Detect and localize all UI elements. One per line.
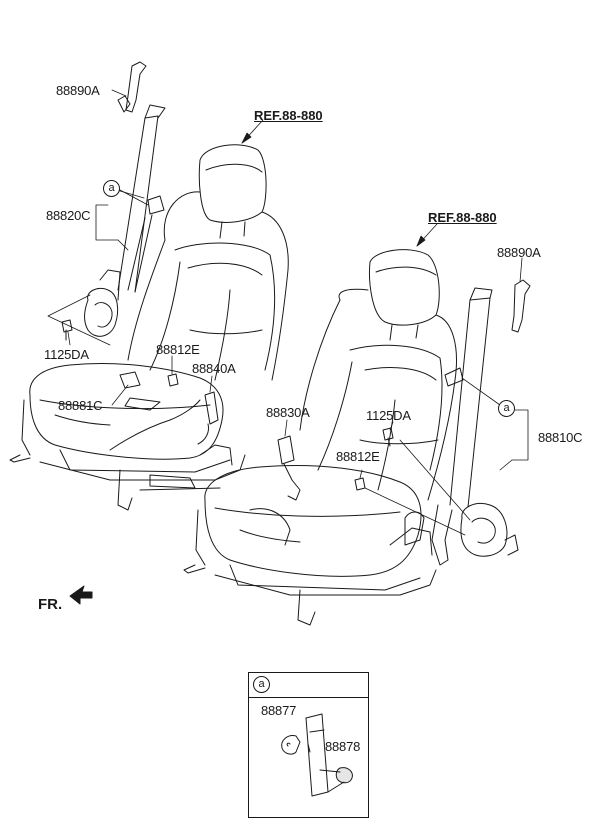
label-88878: 88878 [325,739,361,754]
label-88840a: 88840A [192,361,236,376]
right-seat-illustration [183,249,531,626]
left-seat-illustration [9,61,289,511]
label-88890a-left: 88890A [56,83,100,98]
label-88890a-right: 88890A [497,245,541,260]
label-1125da-left: 1125DA [44,347,89,362]
detail-inset-a: a 88877 88878 [248,672,369,818]
detail-header: a [249,673,368,698]
label-88812e-right: 88812E [336,449,380,464]
callout-a-right: a [498,400,515,417]
label-88830a: 88830A [266,405,310,420]
front-arrow-icon [69,585,93,605]
callout-a-left: a [103,180,120,197]
label-1125da-right: 1125DA [366,408,411,423]
leader-lines [47,89,529,536]
ref-label-right: REF.88-880 [428,210,497,225]
label-88812e-left: 88812E [156,342,200,357]
detail-callout-a: a [253,676,270,693]
label-88820c: 88820C [46,208,91,223]
label-88810c: 88810C [538,430,583,445]
label-88877: 88877 [261,703,297,718]
ref-label-left: REF.88-880 [254,108,323,123]
front-direction-label: FR. [38,596,63,613]
label-88881c: 88881C [58,398,103,413]
detail-parts [281,713,353,797]
